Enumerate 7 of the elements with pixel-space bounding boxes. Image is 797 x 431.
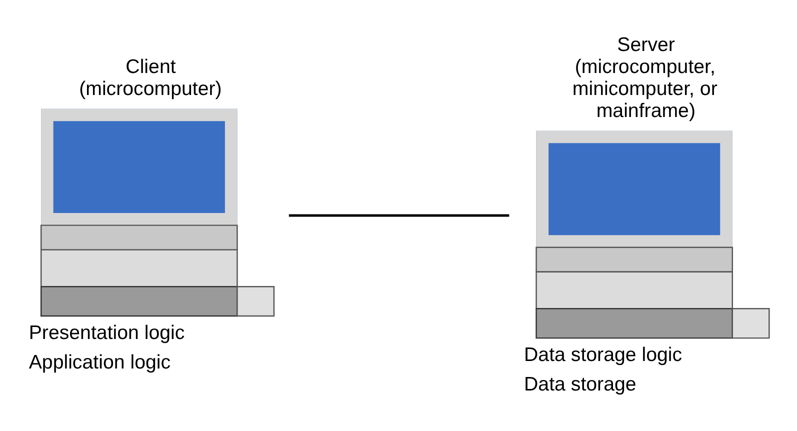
node-label: Presentation logic: [28, 322, 184, 344]
node-label: Application logic: [28, 351, 170, 374]
node-label: Server (microcomputer, minicomputer, or mainframe): [572, 34, 717, 122]
connector: [288, 214, 509, 217]
node-label: Client (microcomputer): [78, 56, 222, 100]
node-label: Data storage logic: [524, 344, 682, 366]
node-label: Data storage: [524, 374, 636, 396]
